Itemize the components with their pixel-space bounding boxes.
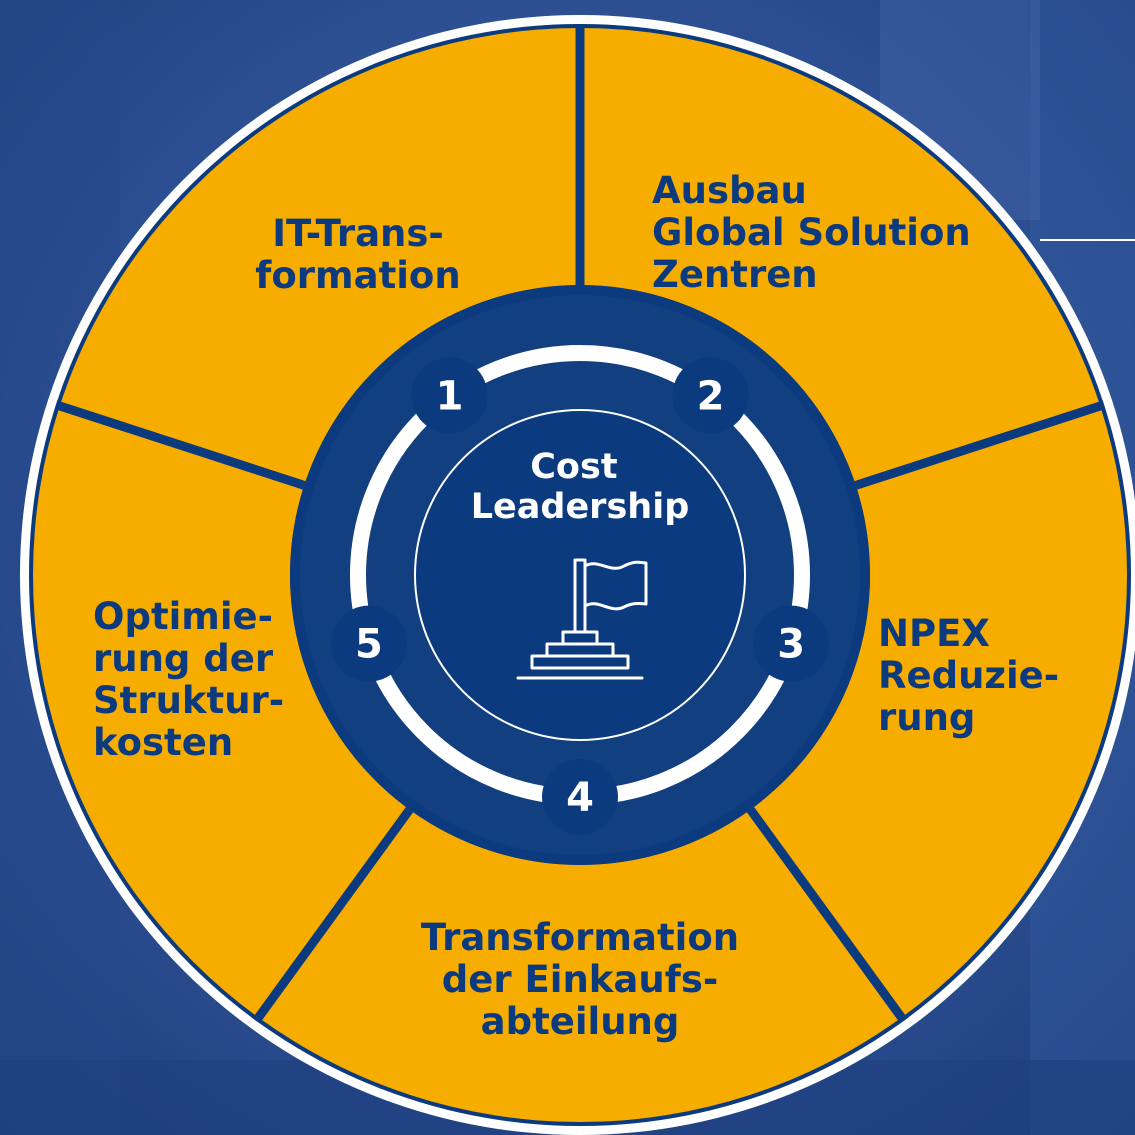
- segment-label-5-line-3: Struktur-: [93, 679, 284, 722]
- number-badge-label-2: 2: [697, 373, 725, 419]
- center-title-line-1: Cost: [530, 447, 617, 487]
- segment-label-2-line-3: Zentren: [652, 253, 818, 296]
- segment-5: [32, 405, 410, 1018]
- number-badge-3: [753, 605, 830, 682]
- flag-on-podium-icon: [516, 558, 648, 680]
- segment-2: [580, 28, 1101, 486]
- segment-3: [750, 405, 1127, 1018]
- number-badge-label-1: 1: [436, 373, 464, 419]
- segment-label-4-line-2: der Einkaufs-: [442, 958, 718, 1001]
- number-badge-label-3: 3: [777, 622, 805, 668]
- segment-label-1-line-2: formation: [255, 254, 460, 297]
- segment-label-5-line-1: Optimie-: [93, 595, 273, 638]
- segment-divider: [854, 400, 1106, 490]
- segment-label-1: IT-Trans-formation: [255, 212, 460, 297]
- number-badge-4: [542, 759, 618, 835]
- number-badge-5: [330, 605, 407, 682]
- segment-divider: [54, 400, 306, 490]
- number-badge-1: [411, 357, 488, 434]
- segment-label-4-line-3: abteilung: [481, 1000, 680, 1043]
- segment-label-4-line-1: Transformation: [421, 916, 739, 959]
- center-disc: [414, 409, 746, 741]
- segment-4: [258, 809, 902, 1122]
- segment-label-3-line-1: NPEX: [878, 612, 990, 655]
- segment-label-5-line-2: rung der: [93, 637, 274, 680]
- number-badge-label-5: 5: [355, 622, 383, 668]
- segment-label-3-line-3: rung: [878, 696, 975, 739]
- segment-divider: [746, 806, 908, 1024]
- segment-label-2-line-1: Ausbau: [652, 169, 807, 212]
- segment-label-5-line-4: kosten: [93, 721, 233, 764]
- center-title: Cost Leadership: [471, 447, 690, 527]
- number-badge-label-4: 4: [566, 775, 594, 821]
- number-badge-2: [672, 357, 749, 434]
- segment-divider: [252, 806, 414, 1024]
- segment-label-3-line-2: Reduzie-: [878, 654, 1059, 697]
- segment-label-2-line-2: Global Solution: [652, 211, 971, 254]
- center-title-line-2: Leadership: [471, 487, 690, 527]
- segment-1: [59, 27, 580, 486]
- segment-label-1-line-1: IT-Trans-: [272, 212, 444, 255]
